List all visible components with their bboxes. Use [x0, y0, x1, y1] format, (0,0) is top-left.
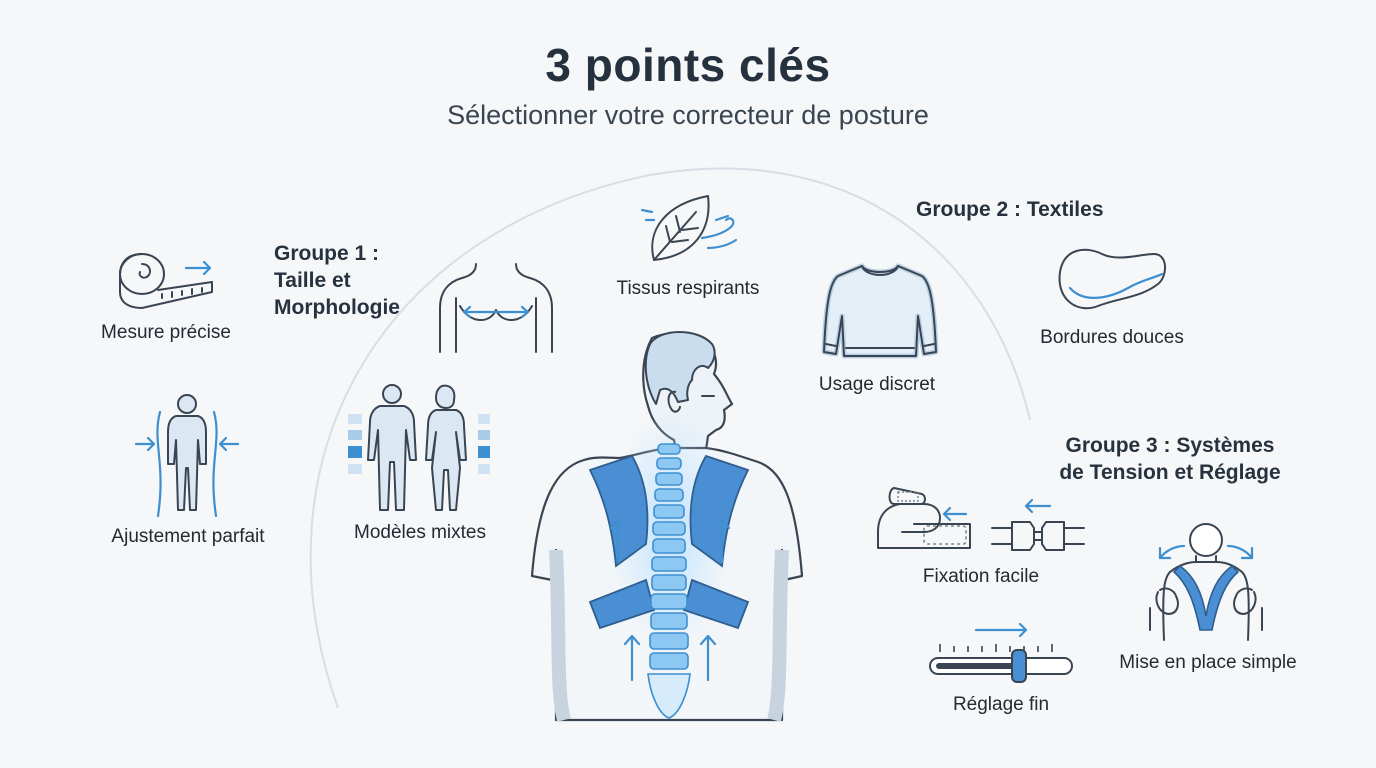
back-brace-icon [1149, 523, 1263, 641]
label-usage: Usage discret [818, 374, 936, 395]
group-1-heading: Groupe 1 : Taille et Morphologie [274, 240, 400, 321]
label-reglage: Réglage fin [952, 694, 1050, 715]
group-2-heading: Groupe 2 : Textiles [916, 198, 1104, 221]
group-3-heading: Groupe 3 : Systèmes de Tension et Réglag… [1040, 432, 1300, 486]
group-1-line2: Taille et [274, 269, 351, 292]
soft-edge-icon [1058, 248, 1166, 310]
body-fit-icon [134, 394, 240, 518]
velcro-strap-icon [877, 486, 971, 549]
buckle-icon [991, 498, 1085, 551]
male-female-icon [348, 384, 490, 511]
page-subtitle: Sélectionner votre correcteur de posture [447, 100, 929, 130]
slider-icon [929, 622, 1073, 683]
posture-man-illustration [530, 331, 804, 722]
group-3-line2: de Tension et Réglage [1059, 461, 1281, 484]
leaf-breeze-icon [640, 195, 738, 261]
label-modeles: Modèles mixtes [354, 522, 486, 543]
label-mesure: Mesure précise [101, 322, 231, 343]
group-1-line1: Groupe 1 : [274, 242, 380, 265]
label-miseenplace: Mise en place simple [1119, 652, 1297, 673]
chest-width-icon [439, 263, 553, 353]
page-title: 3 points clés [545, 39, 831, 91]
measuring-tape-icon [119, 253, 213, 309]
group-1-line3: Morphologie [274, 296, 400, 319]
label-bordures: Bordures douces [1040, 327, 1184, 348]
label-tissus: Tissus respirants [616, 278, 760, 299]
group-3-line1: Groupe 3 : Systèmes [1065, 434, 1275, 457]
label-fixation: Fixation facile [922, 566, 1040, 587]
sweater-icon [821, 263, 939, 359]
label-ajustement: Ajustement parfait [111, 526, 265, 547]
